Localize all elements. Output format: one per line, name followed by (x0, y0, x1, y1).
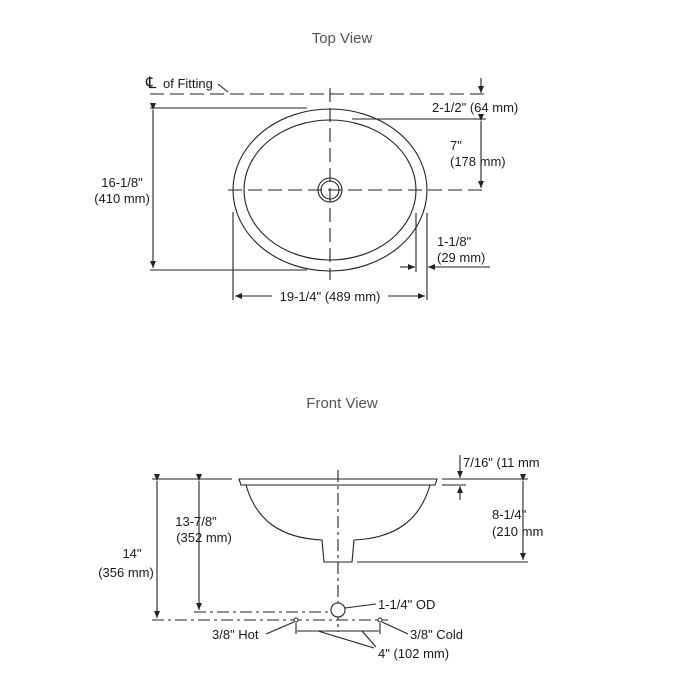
height-mm: (410 mm) (94, 191, 150, 206)
drain-outer (317, 177, 343, 203)
front-view: Front View 13-7/8" (352 mm) 14" (356 mm)… (98, 395, 543, 661)
hot-label: 3/8" Hot (212, 627, 259, 642)
width-label: 19-1/4" (489 mm) (280, 289, 381, 304)
centerline-label: of Fitting (163, 76, 213, 91)
height-in: 16-1/8" (101, 175, 143, 190)
sink-rim (238, 478, 438, 486)
cold-supply-point (377, 617, 383, 623)
od-leader (344, 603, 377, 609)
rim-mm: (29 mm) (437, 250, 485, 265)
depth-in: 8-1/4" (492, 507, 527, 522)
cold-label: 3/8" Cold (410, 627, 463, 642)
rim-in: 1-1/8" (437, 234, 472, 249)
sink-outer-rim (232, 108, 428, 272)
drain-mm: (178 mm) (450, 154, 506, 169)
hot-supply-point (293, 617, 299, 623)
front-view-title: Front View (306, 395, 378, 412)
drain-height-mm: (352 mm) (176, 530, 232, 545)
spacing-label: 4" (102 mm) (378, 646, 449, 661)
top-view: Top View ℄ of Fitting 16-1/8" (410 mm) 2… (94, 30, 518, 304)
drain-in: 7" (450, 138, 462, 153)
drain-od-label: 1-1/4" OD (378, 597, 435, 612)
offset-label: 2-1/2" (64 mm) (432, 100, 518, 115)
supply-height-in: 14" (122, 546, 141, 561)
sink-inner-bowl (243, 119, 417, 261)
top-view-title: Top View (312, 30, 373, 47)
drain-height-in: 13-7/8" (175, 514, 217, 529)
centerline-symbol: ℄ (145, 75, 157, 92)
depth-mm: (210 mm (492, 524, 543, 539)
supply-height-mm: (356 mm) (98, 565, 154, 580)
spacing-leader (317, 630, 377, 649)
drain-inner (320, 180, 340, 200)
drain-pipe (330, 602, 346, 618)
hot-leader (265, 621, 295, 635)
cold-leader (381, 621, 409, 635)
rim-thickness-label: 7/16" (11 mm (463, 455, 540, 470)
centerline-leader (217, 83, 229, 93)
